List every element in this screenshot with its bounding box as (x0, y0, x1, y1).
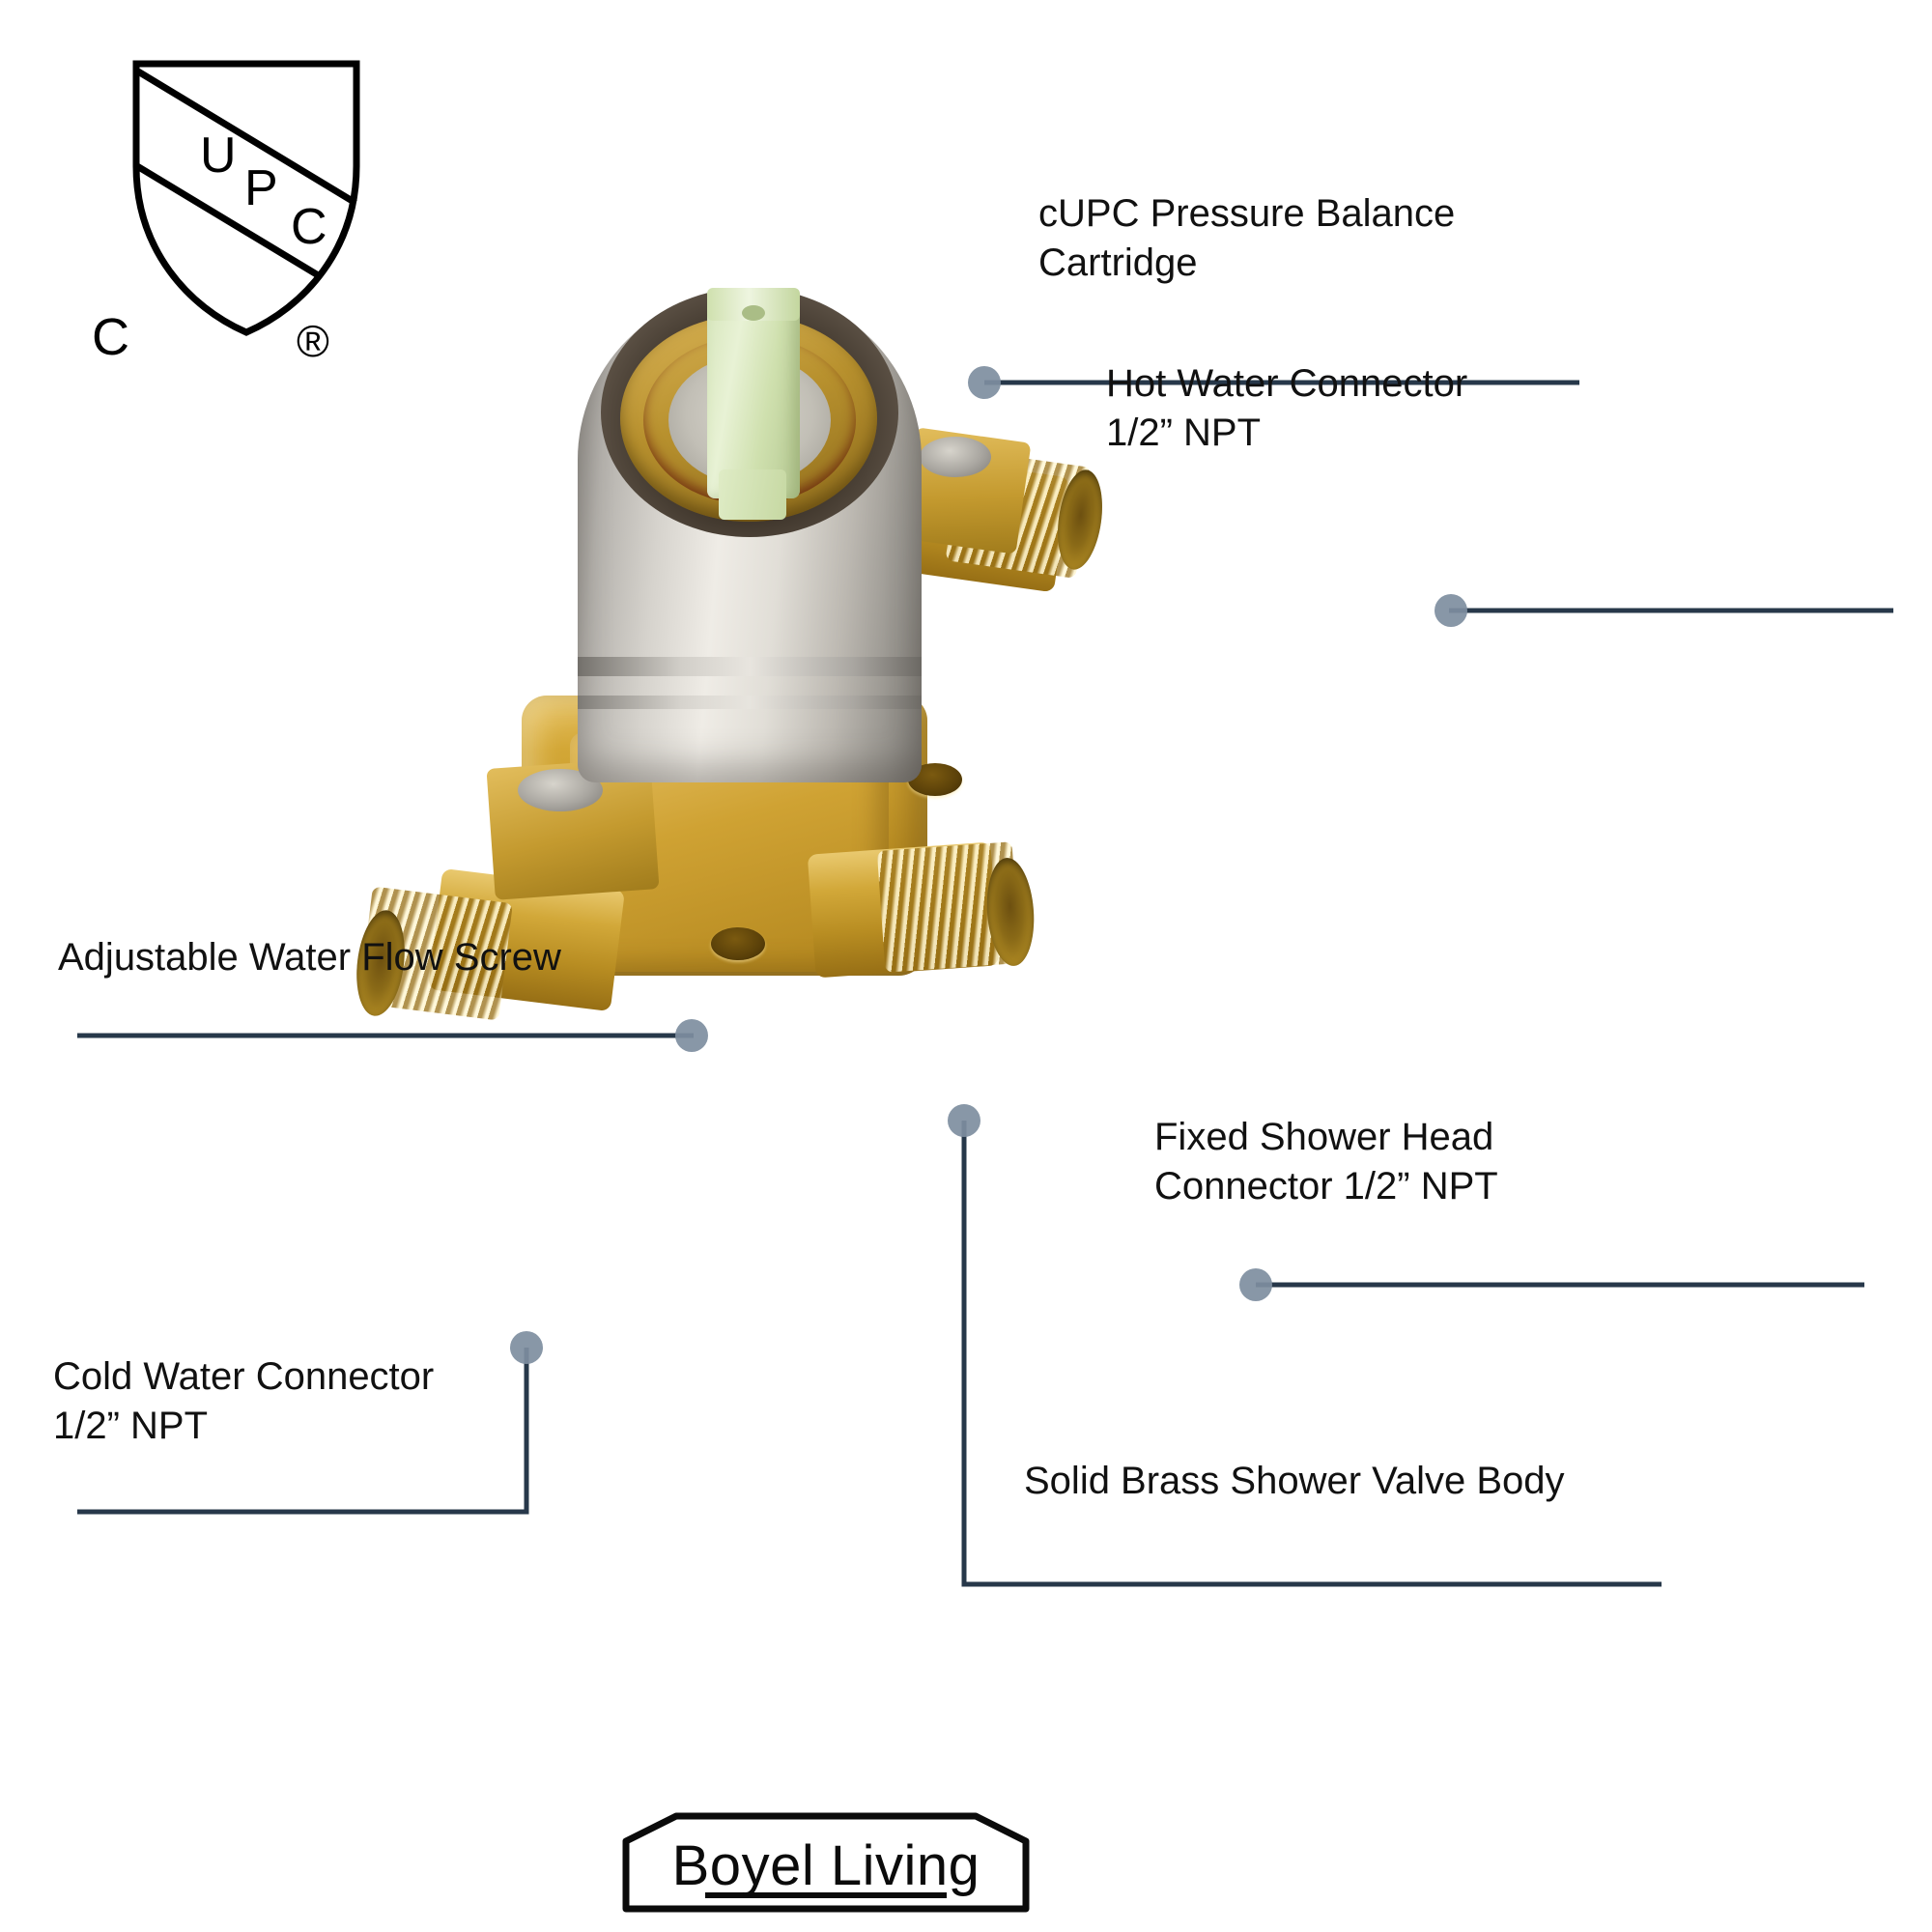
shower-valve-image (328, 280, 1159, 1082)
leader-line-valve-body (961, 1121, 1662, 1587)
marker-dot-valve-body (948, 1104, 980, 1137)
marker-dot-shower-head (1239, 1268, 1272, 1301)
cupc-certification-mark: U P C C ® (92, 58, 391, 377)
shield-letter-u: U (200, 128, 237, 184)
brand-outline-icon (622, 1812, 1030, 1913)
marker-dot-cold-water (510, 1331, 543, 1364)
shield-letter-p: P (244, 160, 278, 216)
label-solid-brass-shower-valve-body: Solid Brass Shower Valve Body (1024, 1460, 1565, 1502)
mounting-hole (711, 927, 765, 960)
label-fixed-shower-head-connector: Fixed Shower Head Connector 1/2” NPT (1154, 1116, 1498, 1208)
label-cold-water-connector: Cold Water Connector 1/2” NPT (53, 1355, 435, 1448)
marker-dot-flow-screw (675, 1019, 708, 1052)
label-adjustable-water-flow-screw: Adjustable Water Flow Screw (58, 936, 561, 979)
boyel-living-logo: Boyel Living (618, 1812, 1034, 1918)
cartridge-stem-hole (742, 305, 765, 321)
cartridge-ring (578, 696, 922, 709)
label-hot-water-connector: Hot Water Connector 1/2” NPT (1106, 362, 1468, 455)
shield-letter-c: C (291, 199, 327, 255)
cartridge-stem-base (719, 469, 786, 520)
cartridge-stem (707, 296, 800, 498)
brand-name: Boyel Living (671, 1833, 980, 1897)
marker-dot-hot-water (1435, 594, 1467, 627)
leader-line-cold-water (77, 1348, 529, 1515)
label-cupc-pressure-balance-cartridge: cUPC Pressure Balance Cartridge (1038, 192, 1456, 285)
upc-shield-icon: U P C (132, 60, 360, 336)
flow-adjust-screw-right (920, 437, 991, 477)
marker-dot-cupc-cartridge (968, 366, 1001, 399)
cupc-prefix-letter: C (92, 308, 129, 366)
registered-trademark-icon: ® (297, 316, 329, 366)
cartridge-ring (578, 657, 922, 676)
